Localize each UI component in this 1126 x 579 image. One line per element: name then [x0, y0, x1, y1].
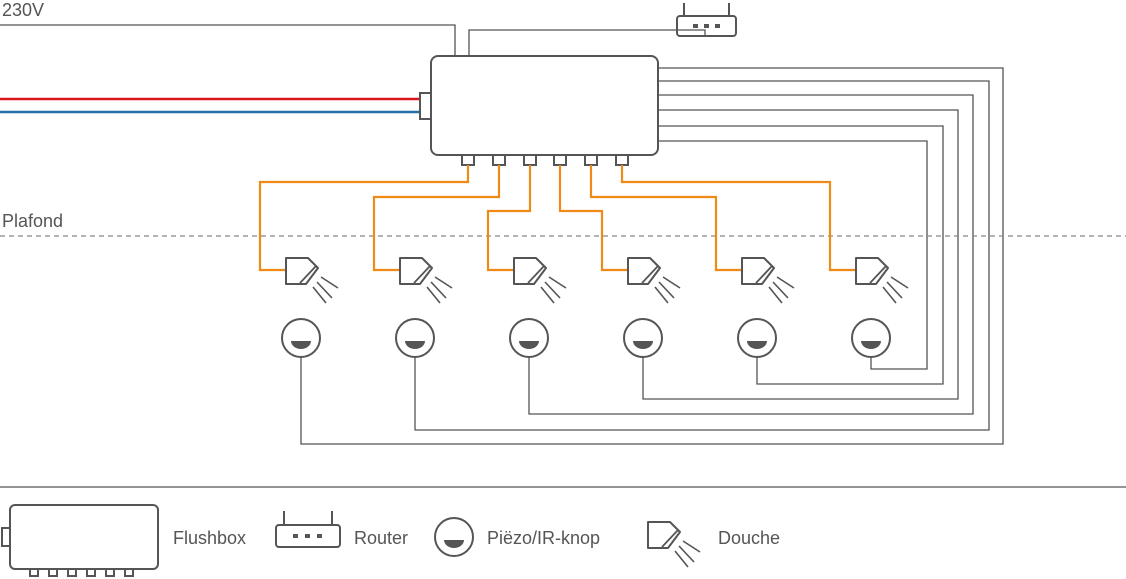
- legend-flushbox-label: Flushbox: [173, 528, 246, 548]
- ceiling-label: Plafond: [2, 211, 63, 231]
- button-icon: [737, 318, 777, 358]
- flushbox-icon: [1, 504, 159, 577]
- legend-router-label: Router: [354, 528, 408, 548]
- power-wire: [0, 24, 456, 56]
- legend-shower-label: Douche: [718, 528, 780, 548]
- button-wires: [300, 67, 1004, 445]
- router-wire: [468, 29, 706, 56]
- shower-icon: [741, 257, 795, 304]
- button-icons: [281, 318, 891, 358]
- shower-icon: [627, 257, 681, 304]
- shower-icon: [285, 257, 339, 304]
- shower-icon: [513, 257, 567, 304]
- router-icon: [676, 3, 737, 37]
- button-icon: [395, 318, 435, 358]
- shower-icons: [285, 257, 909, 304]
- shower-wires: [258, 165, 856, 272]
- router-icon: [275, 511, 341, 548]
- button-icon: [509, 318, 549, 358]
- voltage-label: 230V: [2, 0, 44, 20]
- shower-icon: [855, 257, 909, 304]
- button-icon: [851, 318, 891, 358]
- button-icon: [623, 318, 663, 358]
- shower-icon: [399, 257, 453, 304]
- legend-button-label: Piëzo/IR-knop: [487, 528, 600, 548]
- button-icon: [281, 318, 321, 358]
- legend: Flushbox Router Piëzo/IR-knop Douche: [1, 504, 780, 577]
- flushbox-icon: [419, 55, 659, 166]
- button-icon: [434, 517, 474, 557]
- shower-icon: [647, 521, 701, 568]
